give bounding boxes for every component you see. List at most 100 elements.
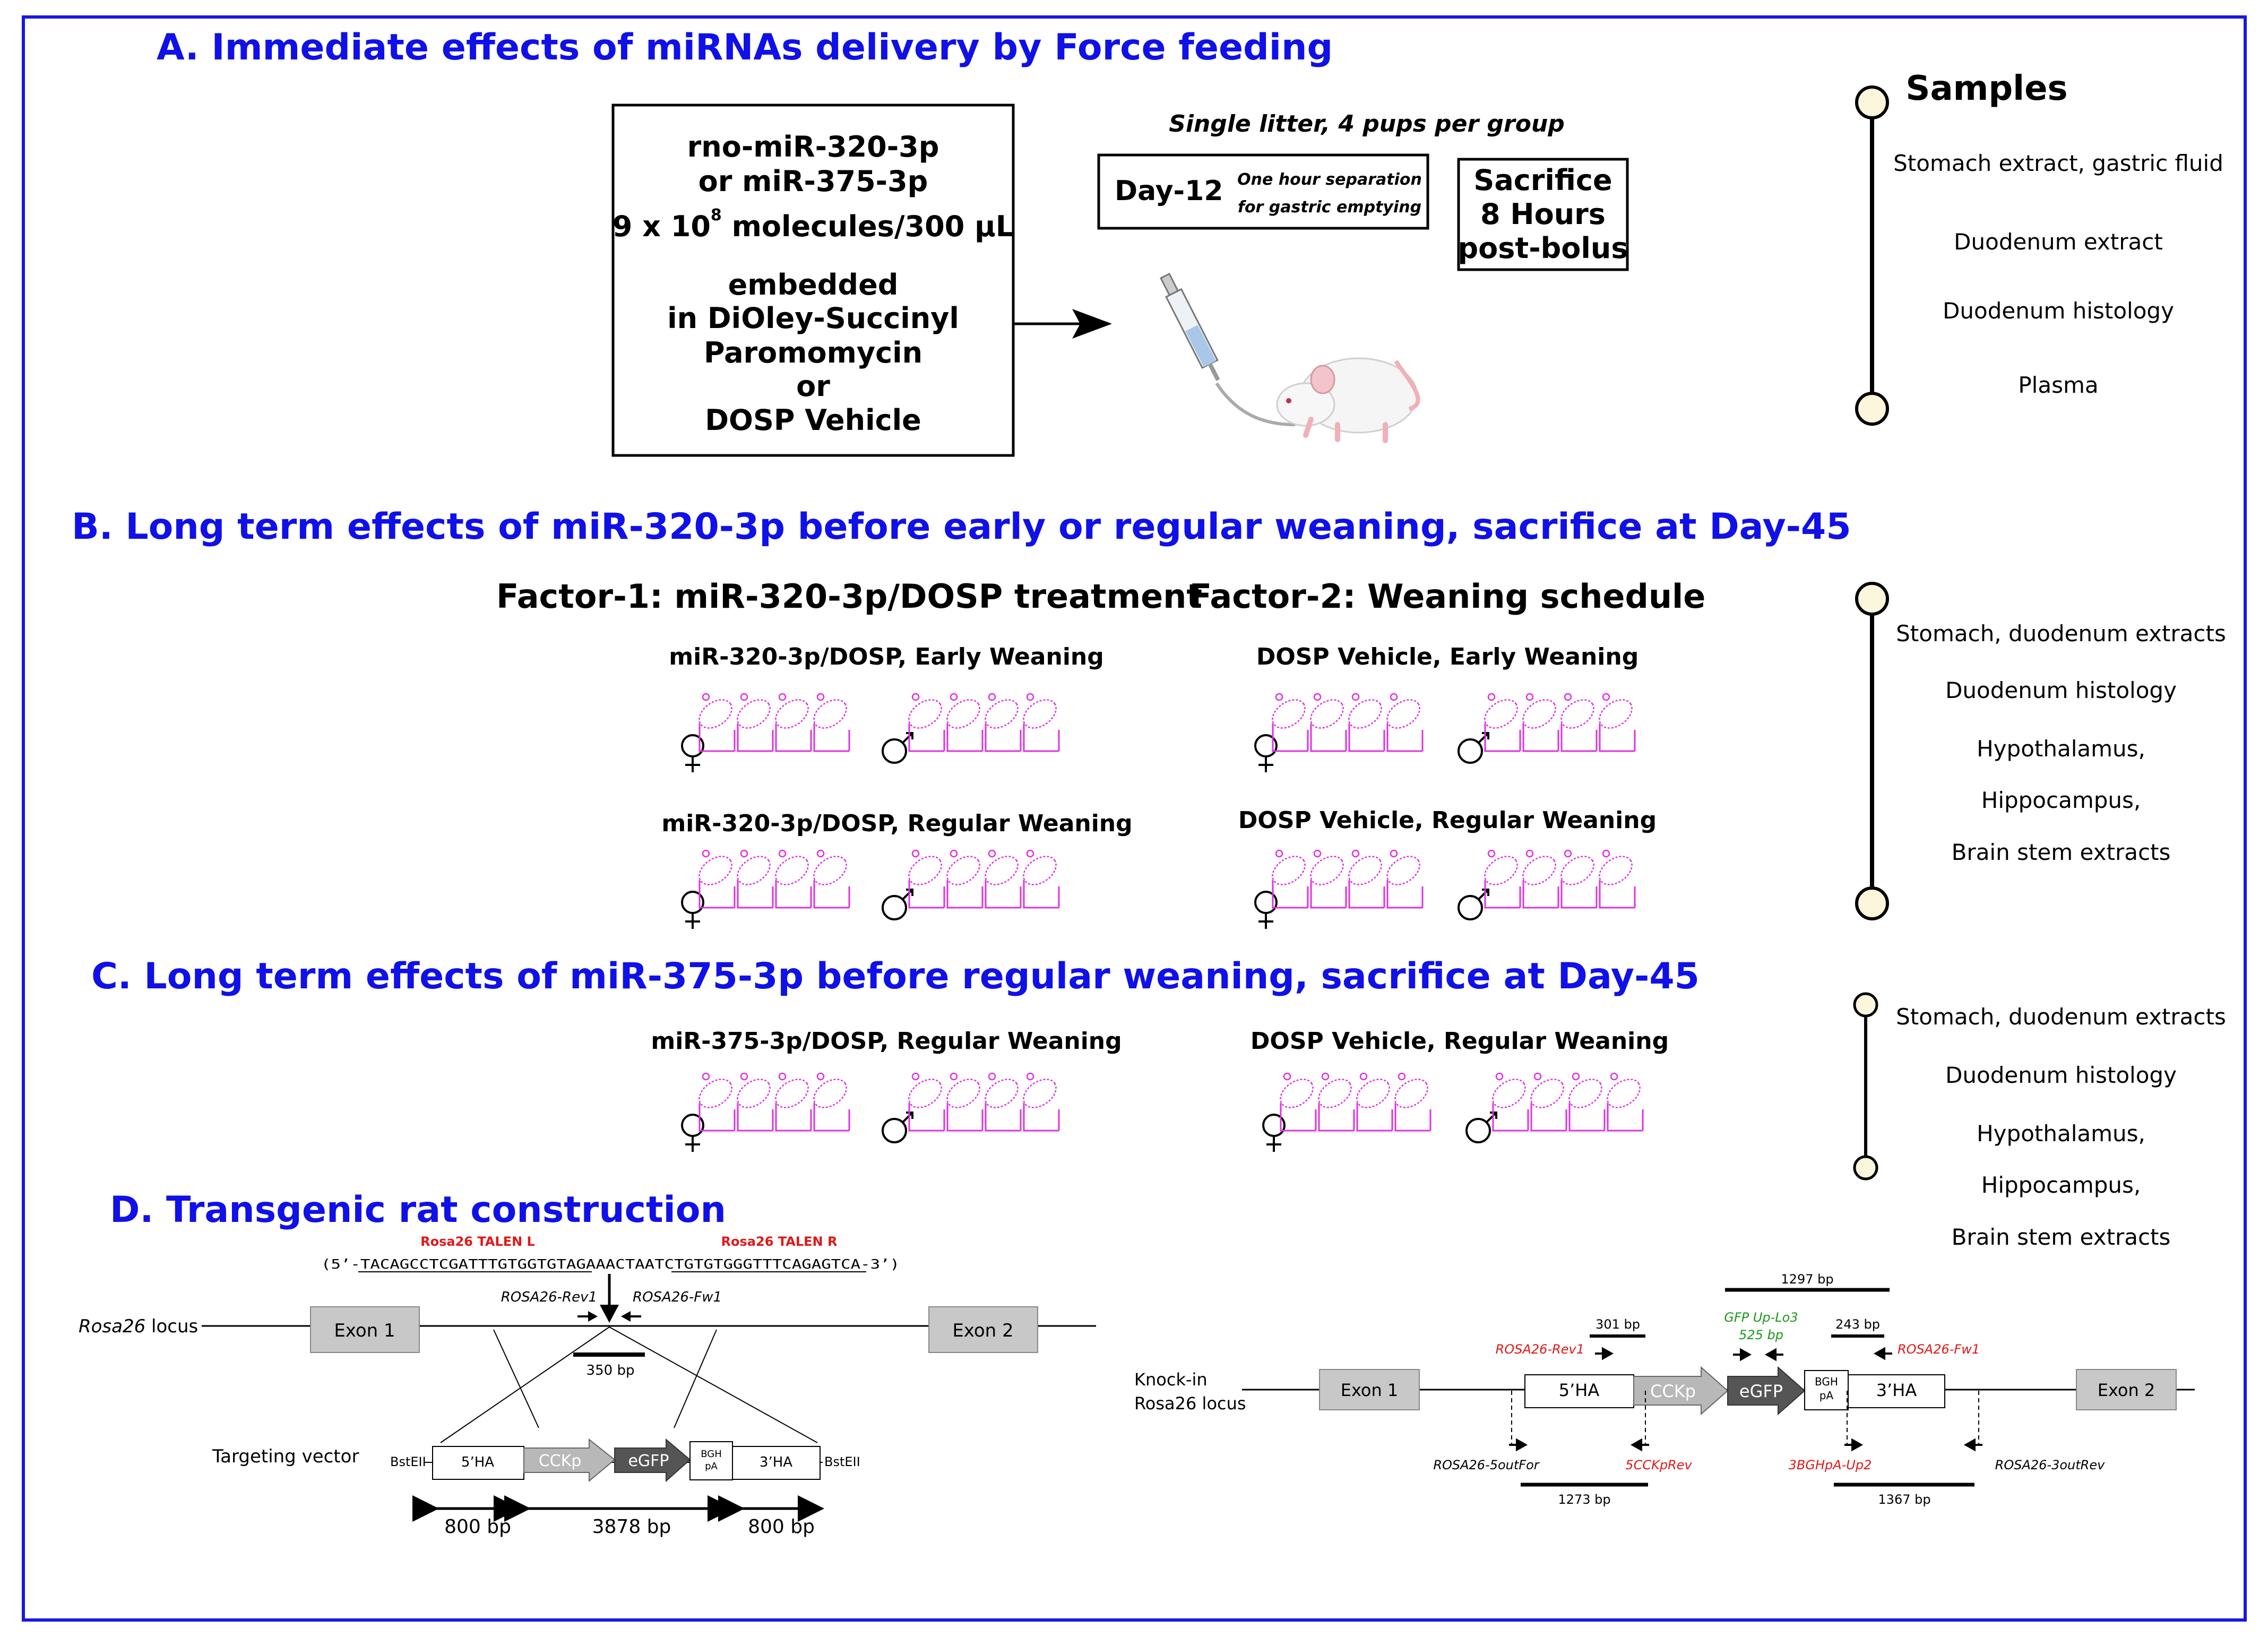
- ki-bgh-label-2: pA: [1819, 1389, 1834, 1402]
- factor2-label: Factor-2: Weaning schedule: [1189, 577, 1706, 616]
- rat-pup-icon: [1318, 1072, 1355, 1132]
- rat-pup-icon: [813, 693, 850, 752]
- sample-c-4: Hippocampus,: [1981, 1172, 2141, 1198]
- rat-pup-icon: [775, 849, 812, 909]
- len-800b: 800 bp: [748, 1516, 815, 1538]
- ki-dashed-guides: [1511, 1391, 1979, 1444]
- rev1-label: ROSA26-Rev1: [501, 1289, 597, 1305]
- rat-pup-icon: [1560, 849, 1598, 909]
- ha5-label: 5’HA: [461, 1454, 494, 1470]
- rat-pup-icon: [698, 1072, 736, 1132]
- sample-b-1: Stomach, duodenum extracts: [1896, 621, 2226, 647]
- rat-pup-icon: [775, 693, 812, 752]
- cut-site-arrow-icon: [600, 1274, 619, 1323]
- rat-pup-icon: [1348, 849, 1385, 909]
- ki-exon2-label: Exon 2: [2098, 1380, 2155, 1400]
- rat-pup-icon: [1276, 357, 1420, 443]
- len-800a: 800 bp: [444, 1516, 511, 1538]
- treatment-line-dioley: in DiOley-Succinyl: [667, 301, 959, 335]
- rat-pup-icon: [1310, 693, 1347, 752]
- sacrifice-box: [1457, 158, 1629, 271]
- ki-1297-label: 1297 bp: [1781, 1272, 1833, 1287]
- rat-pup-icon: [985, 1072, 1022, 1132]
- rat-pup-icon: [1356, 1072, 1393, 1132]
- treatment-line-vehicle: DOSP Vehicle: [705, 403, 921, 437]
- rat-pup-icon: [1280, 1072, 1317, 1132]
- litter-note: Single litter, 4 pups per group: [1169, 110, 1565, 137]
- fw1-label: ROSA26-Fw1: [633, 1289, 722, 1305]
- day12-label: Day-12: [1115, 175, 1223, 207]
- primer-rev1-arrow-icon: [577, 1311, 598, 1322]
- ki-bgh-label-1: BGH: [1815, 1375, 1838, 1388]
- ki-301-label: 301 bp: [1596, 1317, 1640, 1332]
- rat-pup-icon: [1310, 849, 1347, 909]
- ki-gfp-up-label: GFP Up-Lo3: [1724, 1310, 1798, 1325]
- treatment-line-embedded: embedded: [728, 268, 899, 301]
- rat-pup-icon: [1272, 849, 1309, 909]
- male-symbol-icon: [882, 1112, 913, 1143]
- sample-a-4: Plasma: [2018, 372, 2098, 398]
- treatment-line-2: or miR-375-3p: [698, 165, 928, 198]
- group-b-2-label: DOSP Vehicle, Early Weaning: [1256, 643, 1639, 670]
- female-symbol-icon: [1254, 891, 1278, 929]
- knockin-label-2: Rosa26 locus: [1134, 1393, 1246, 1414]
- section-a-title: A. Immediate effects of miRNAs delivery …: [157, 27, 1333, 68]
- ki-ha3-box: [1848, 1374, 1945, 1408]
- female-symbol-icon: [1262, 1114, 1286, 1152]
- rat-pup-icon: [1023, 693, 1060, 752]
- bgh-label-2: pA: [705, 1461, 718, 1472]
- ki-rev1-label: ROSA26-Rev1: [1496, 1342, 1584, 1357]
- sample-b-2: Duodenum histology: [1945, 677, 2177, 703]
- female-symbol-icon: [1254, 734, 1278, 772]
- rat-pup-icon: [737, 849, 774, 909]
- rat-pup-icon: [1386, 693, 1424, 752]
- amplicon-350-label: 350 bp: [587, 1363, 635, 1378]
- male-symbol-icon: [882, 732, 913, 764]
- sample-b-4: Hippocampus,: [1981, 787, 2141, 813]
- rat-pup-icon: [1568, 1072, 1606, 1132]
- rat-pup-icon: [908, 849, 945, 909]
- rat-pup-icon: [1023, 849, 1060, 909]
- samples-a-timeline: [1855, 85, 1889, 426]
- male-symbol-icon: [1458, 889, 1489, 920]
- ki-5outfor-label: ROSA26-5outFor: [1433, 1458, 1540, 1472]
- bgh-label-1: BGH: [701, 1449, 722, 1460]
- homology-cross-lines: [440, 1326, 818, 1443]
- female-symbol-icon: [681, 891, 704, 929]
- ki-243-label: 243 bp: [1835, 1317, 1880, 1332]
- rat-pup-icon: [985, 693, 1022, 752]
- knockin-label-1: Knock-in: [1134, 1369, 1208, 1390]
- ki-ha3-label: 3’HA: [1876, 1380, 1917, 1400]
- ki-egfp-label: eGFP: [1739, 1381, 1783, 1401]
- treatment-dose: 9 x 108 molecules/300 µL: [613, 206, 1014, 243]
- ki-ha5-label: 5’HA: [1559, 1380, 1600, 1400]
- sample-c-1: Stomach, duodenum extracts: [1896, 1004, 2226, 1030]
- bstell-left: BstEII: [390, 1454, 426, 1469]
- ki-primer-arrows-top: [1595, 1347, 1892, 1362]
- rat-pup-icon: [1522, 849, 1559, 909]
- exon2-label: Exon 2: [952, 1320, 1013, 1341]
- rat-pup-icon: [698, 849, 736, 909]
- ki-exon2-box: [2076, 1369, 2177, 1410]
- sample-a-1: Stomach extract, gastric fluid: [1893, 150, 2223, 176]
- bstell-right: BstEII: [824, 1454, 860, 1469]
- talen-sequence: (5’-TACAGCCTCGATTTGTGGTGTAGAAACTAATCTGTG…: [321, 1256, 900, 1272]
- section-b-title: B. Long term effects of miR-320-3p befor…: [72, 506, 1851, 548]
- separation-note-1: One hour separation: [1237, 170, 1422, 189]
- female-symbol-icon: [681, 734, 704, 772]
- rat-pup-icon: [1484, 849, 1521, 909]
- locus-label: Rosa26 locus: [79, 1316, 198, 1337]
- rat-pup-icon: [1492, 1072, 1529, 1132]
- treatment-line-or: or: [796, 369, 830, 403]
- ki-ha5-box: [1524, 1374, 1634, 1408]
- rat-pup-icon: [813, 1072, 850, 1132]
- rat-pup-icon: [985, 849, 1022, 909]
- group-b-3-label: miR-320-3p/DOSP, Regular Weaning: [661, 810, 1132, 837]
- syringe-icon: [1159, 272, 1296, 426]
- ha3-label: 3’HA: [760, 1454, 792, 1470]
- treatment-box: [611, 104, 1015, 457]
- exon2-box: [928, 1306, 1038, 1353]
- rat-pup-icon: [946, 1072, 984, 1132]
- ki-bgh-box: [1804, 1370, 1849, 1410]
